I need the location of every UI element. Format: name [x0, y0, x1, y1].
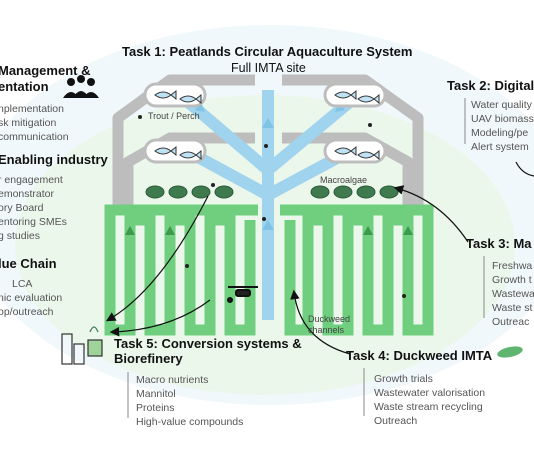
digital-heading: Task 2: Digital: [447, 78, 534, 93]
duckweed-channels-label-2: channels: [308, 325, 345, 335]
duckweed-leaf-icon: [497, 346, 523, 358]
conversion-item-4: High-value compounds: [136, 416, 243, 428]
macroalgae-heading: Task 3: Ma: [466, 236, 532, 251]
digital-item-4: Alert system: [471, 141, 529, 153]
duckweed-item-2: Wastewater valorisation: [374, 387, 485, 399]
enabling-item-4: entoring SMEs: [0, 216, 67, 228]
grey-pipes: [112, 74, 424, 210]
enabling-item-1: r engagement: [0, 174, 63, 186]
conversion-item-2: Mannitol: [136, 388, 176, 400]
macroalgae-icon: [145, 185, 399, 199]
value-chain-item-1: LCA: [12, 278, 32, 290]
digital-item-1: Water quality: [471, 99, 533, 111]
drone-icon: [227, 286, 258, 303]
conversion-item-1: Macro nutrients: [136, 374, 208, 386]
enabling-item-3: ory Board: [0, 202, 44, 214]
conversion-heading-1: Task 5: Conversion systems &: [114, 336, 302, 351]
value-chain-item-3: op/outreach: [0, 306, 54, 318]
macroalgae-item-4: Waste st: [492, 302, 533, 314]
digital-item-3: Modeling/pe: [471, 127, 528, 139]
people-icon: [63, 75, 99, 98]
management-heading-2: entation: [0, 79, 49, 94]
duckweed-channels-label-1: Duckweed: [308, 314, 350, 324]
enabling-heading: Enabling industry: [0, 152, 109, 167]
management-item-3: communication: [0, 131, 69, 143]
biorefinery-icon: [61, 326, 103, 365]
macroalgae-label: Macroalgae: [320, 175, 367, 185]
value-chain-heading: lue Chain: [0, 256, 57, 271]
macroalgae-item-3: Wastewa: [492, 288, 534, 300]
page-subtitle: Full IMTA site: [231, 61, 306, 75]
bullet-brackets: [127, 98, 485, 418]
page-title: Task 1: Peatlands Circular Aquaculture S…: [122, 44, 412, 59]
duckweed-item-1: Growth trials: [374, 373, 433, 385]
connector-arrows: [105, 161, 534, 355]
management-heading-1: Management &: [0, 63, 90, 78]
macroalgae-item-5: Outreac: [492, 316, 529, 328]
duckweed-channels-shape: [104, 204, 434, 336]
duckweed-item-3: Waste stream recycling: [374, 401, 483, 413]
duckweed-item-4: Outreach: [374, 415, 417, 427]
sensor-icon: [138, 115, 406, 298]
fish-icon: [154, 89, 380, 161]
trout-perch-label: Trout / Perch: [148, 111, 200, 121]
duckweed-heading: Task 4: Duckweed IMTA: [346, 348, 493, 363]
grey-arrows: [113, 140, 423, 160]
conversion-item-3: Proteins: [136, 402, 175, 414]
conversion-heading-2: Biorefinery: [114, 351, 183, 366]
duckweed-arrows: [125, 226, 413, 235]
management-item-1: nplementation: [0, 103, 64, 115]
macroalgae-item-1: Freshwa: [492, 260, 532, 272]
enabling-item-2: emonstrator: [0, 188, 55, 200]
digital-item-2: UAV biomass: [471, 113, 534, 125]
value-chain-item-2: nic evaluation: [0, 292, 62, 304]
enabling-item-5: g studies: [0, 230, 40, 242]
management-item-2: sk mitigation: [0, 117, 57, 129]
macroalgae-item-2: Growth t: [492, 274, 532, 286]
